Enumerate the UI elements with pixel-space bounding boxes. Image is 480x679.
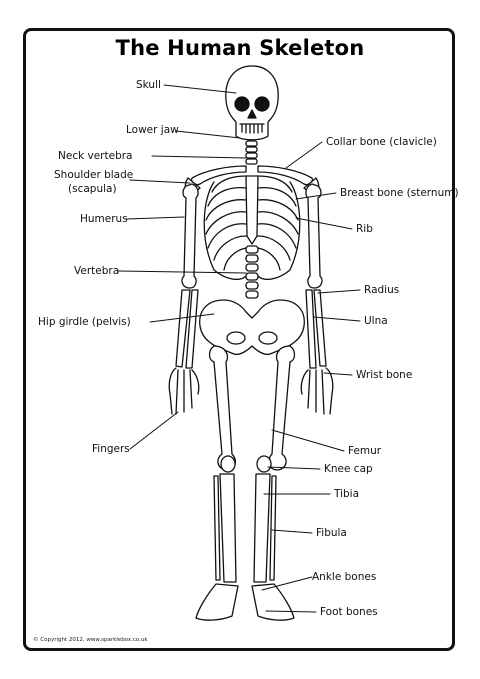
label-breast-bone: Breast bone (sternum) (340, 187, 459, 199)
femur-left (208, 345, 237, 471)
label-vertebra: Vertebra (74, 265, 120, 277)
label-humerus: Humerus (80, 213, 128, 225)
humerus-right (305, 183, 323, 289)
leader-lines (117, 84, 361, 613)
label-shoulder-blade: Shoulder blade (54, 169, 134, 181)
label-knee-cap: Knee cap (324, 463, 373, 475)
label-wrist-bone: Wrist bone (356, 369, 413, 381)
label-collar-bone: Collar bone (clavicle) (326, 136, 437, 148)
label-radius: Radius (364, 284, 400, 296)
foot-left (195, 583, 239, 621)
hand-right (300, 367, 334, 415)
femur-right (267, 345, 296, 471)
label-fingers: Fingers (92, 443, 130, 455)
neck-vertebrae-drawing (245, 140, 258, 165)
label-hip-girdle: Hip girdle (pelvis) (38, 316, 131, 328)
label-scapula: (scapula) (68, 183, 117, 195)
label-rib: Rib (356, 223, 373, 235)
label-neck-vertebra: Neck vertebra (58, 150, 133, 162)
humerus-left (181, 183, 199, 289)
label-ulna: Ulna (364, 315, 388, 327)
label-skull: Skull (136, 79, 161, 91)
copyright-text: © Copyright 2012, www.sparklebox.co.uk (33, 637, 148, 643)
hand-left (168, 367, 200, 415)
label-femur: Femur (348, 445, 382, 457)
foot-right (251, 583, 295, 621)
label-tibia: Tibia (334, 488, 360, 500)
skull-drawing (225, 65, 279, 141)
spine-drawing (245, 245, 259, 299)
page-title: The Human Skeleton (115, 36, 365, 60)
label-lower-jaw: Lower jaw (126, 124, 179, 136)
label-foot-bones: Foot bones (320, 606, 378, 618)
label-fibula: Fibula (316, 527, 347, 539)
rib-cage-drawing (203, 181, 301, 281)
label-ankle-bones: Ankle bones (312, 571, 377, 583)
sternum-drawing (245, 175, 259, 245)
